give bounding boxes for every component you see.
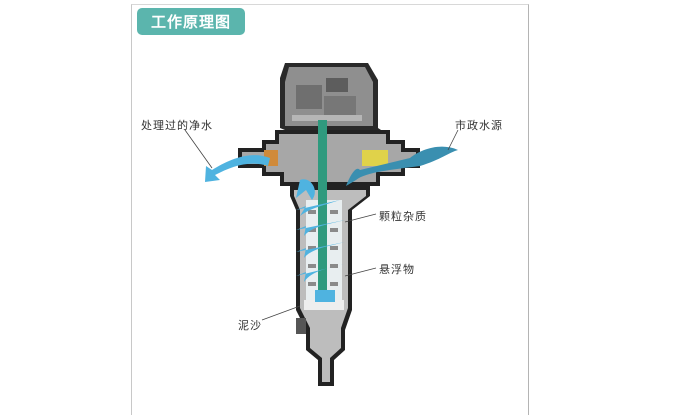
- water-flow-arrows: [205, 146, 458, 302]
- filter-bowl: [290, 120, 370, 386]
- diagram-frame: [131, 4, 529, 415]
- inlet-valve: [362, 150, 388, 166]
- center-tube: [318, 120, 327, 305]
- label-particles: 颗粒杂质: [379, 210, 427, 223]
- label-inlet: 市政水源: [455, 119, 503, 132]
- label-suspended: 悬浮物: [379, 263, 415, 276]
- label-outlet: 处理过的净水: [141, 119, 213, 132]
- label-sediment: 泥沙: [238, 319, 262, 332]
- title-badge: 工作原理图: [137, 8, 245, 35]
- leader-lines: [184, 129, 459, 321]
- filter-head: [280, 63, 384, 132]
